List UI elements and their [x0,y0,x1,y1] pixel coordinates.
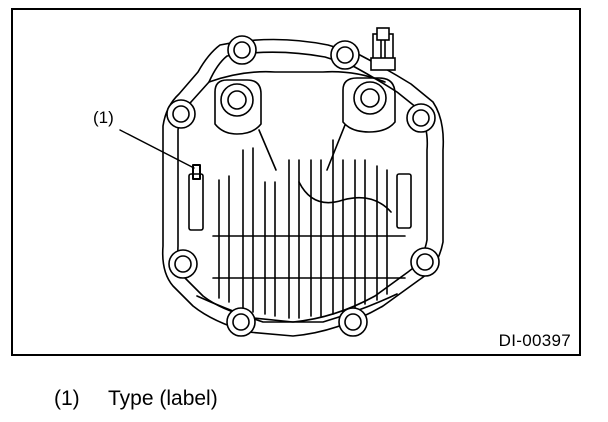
right-boss-frame [342,77,396,133]
right-side-pocket [396,173,412,229]
boss-left-center [220,83,254,117]
callout-leader-line [119,129,195,169]
breather-plug [370,27,396,71]
bolt-left-upper [166,99,196,129]
bolt-bosses [166,35,440,337]
bolt-top-left [227,35,257,65]
bolt-top-center [330,40,360,70]
figure-id: DI-00397 [498,331,571,350]
upper-rib [208,70,386,83]
bottom-lip [196,293,398,323]
left-boss-frame [214,79,262,135]
cooling-fins [218,139,388,319]
differential-cover-drawing [119,27,445,337]
type-label [192,164,201,180]
bolt-left-lower [168,249,198,279]
bolt-bottom-left [226,307,256,337]
legend-number: (1) [54,387,80,410]
left-side-pocket [188,173,204,231]
fin-rib-curve [298,181,392,213]
bolt-bottom-right [338,307,368,337]
figure-frame: (1) DI-00397 [11,8,581,356]
left-flange [258,129,277,171]
bolt-right-lower [410,247,440,277]
legend-item-1: (1) Type (label) [54,388,218,409]
right-flange [326,124,346,171]
boss-right-center [353,81,387,115]
legend-text: Type (label) [108,387,218,410]
bolt-right-upper [406,103,436,133]
callout-1-label: (1) [93,108,114,127]
